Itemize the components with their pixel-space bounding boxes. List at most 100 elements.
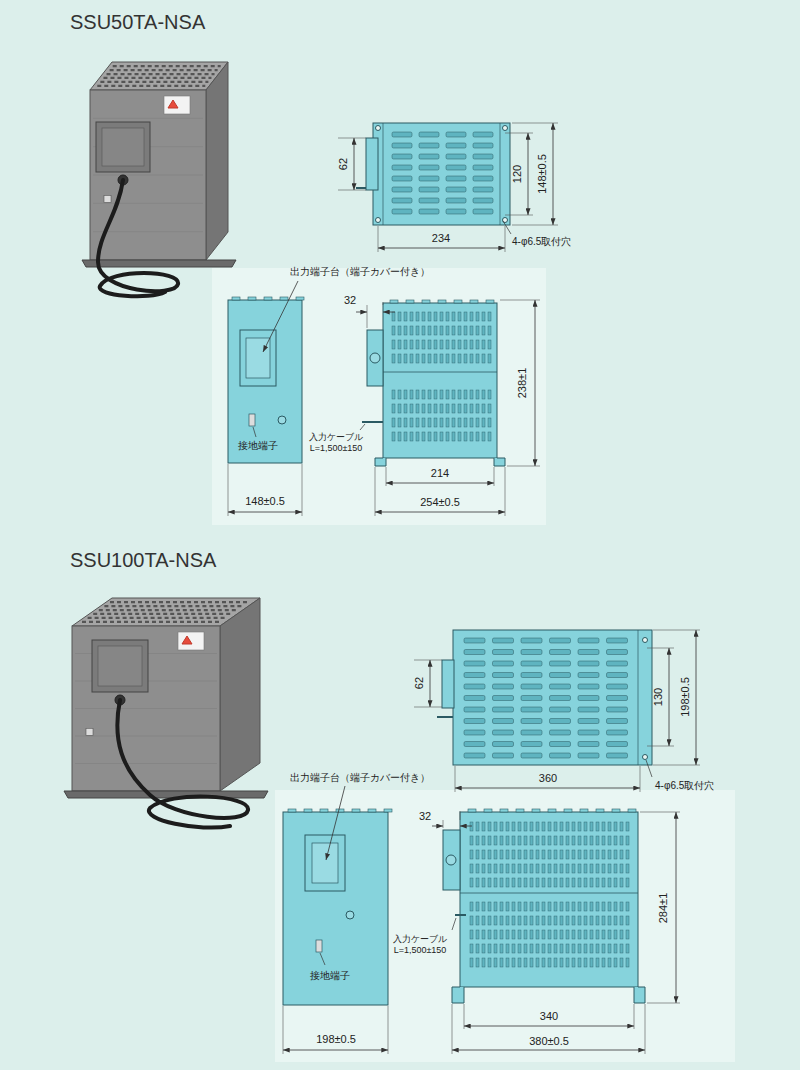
- vent-slot: [428, 418, 431, 427]
- vent-slot: [620, 864, 623, 873]
- vent-slot: [518, 822, 521, 831]
- vent-slot: [488, 930, 491, 939]
- extension-line: [505, 215, 533, 216]
- top-vent: [82, 621, 222, 623]
- vent-slot: [584, 836, 587, 845]
- vent-slot: [493, 661, 514, 666]
- vent-slot: [488, 958, 491, 967]
- vent-slot: [596, 836, 599, 845]
- extension-line: [414, 707, 442, 708]
- vent-slot: [524, 916, 527, 925]
- vent-slot: [506, 944, 509, 953]
- vent-slot: [521, 684, 542, 689]
- vent-slot: [607, 684, 628, 689]
- vent-slot: [548, 836, 551, 845]
- vent-slot: [572, 958, 575, 967]
- vent-slot: [419, 132, 439, 137]
- extension-line: [505, 133, 533, 134]
- vent-slot: [572, 944, 575, 953]
- vent-slot: [608, 930, 611, 939]
- vent-slot: [458, 354, 461, 363]
- extension-line: [228, 464, 229, 516]
- vent-slot: [614, 864, 617, 873]
- vent-slot: [506, 930, 509, 939]
- vent-slot: [626, 916, 629, 925]
- vent-slot: [542, 930, 545, 939]
- vent-slot: [410, 312, 413, 321]
- dimension: 380±0.5: [529, 1035, 569, 1048]
- dimension: 234: [432, 232, 450, 245]
- vent-slot: [608, 822, 611, 831]
- vent-slot: [470, 390, 473, 399]
- terminal-box: [92, 640, 148, 692]
- vent-slot: [392, 354, 395, 363]
- top-ridge: [564, 809, 572, 812]
- vent-slot: [398, 404, 401, 413]
- vent-slot: [590, 902, 593, 911]
- drawing-line: [638, 630, 639, 765]
- top-ridge: [500, 809, 508, 812]
- vent-slot: [392, 209, 412, 214]
- vent-slot: [530, 958, 533, 967]
- vent-slot: [464, 638, 485, 643]
- vent-slot: [464, 742, 485, 747]
- top-ridge: [296, 297, 304, 300]
- hole: [370, 353, 380, 363]
- vent-slot: [473, 132, 493, 137]
- drawing-line: [460, 893, 638, 894]
- extension-line: [388, 1006, 389, 1054]
- vent-slot: [416, 432, 419, 441]
- vent-slot: [470, 312, 473, 321]
- vent-slot: [521, 730, 542, 735]
- input-cable-stub: [356, 187, 366, 189]
- vent-slot: [536, 902, 539, 911]
- vent-slot: [434, 390, 437, 399]
- vent-slot: [602, 944, 605, 953]
- vent-slot: [536, 944, 539, 953]
- drawing-line: [383, 372, 497, 373]
- dimension: 238±1: [516, 368, 529, 399]
- part-label: 入力ケーブル L=1,500±150: [388, 934, 452, 956]
- vent-slot: [566, 822, 569, 831]
- vent-slot: [446, 340, 449, 349]
- vent-slot: [410, 418, 413, 427]
- leader-line: [326, 786, 345, 860]
- vent-slot: [446, 326, 449, 335]
- vent-slot: [512, 930, 515, 939]
- extension-line: [367, 305, 368, 328]
- leader-line: [253, 427, 256, 437]
- extension-line: [647, 648, 674, 649]
- vent-slot: [488, 340, 491, 349]
- vent-slot: [470, 432, 473, 441]
- vent-slot: [419, 165, 439, 170]
- unit-base: [64, 791, 268, 798]
- ground-terminal: [104, 195, 111, 202]
- vent-slot: [620, 930, 623, 939]
- vent-slot: [578, 822, 581, 831]
- vent-slot: [518, 836, 521, 845]
- vent-slot: [410, 432, 413, 441]
- vent-slot: [482, 944, 485, 953]
- vent-slot: [428, 390, 431, 399]
- dimension: 32: [419, 810, 431, 823]
- vent-slot: [440, 404, 443, 413]
- vent-slot: [578, 850, 581, 859]
- vent-slot: [550, 753, 571, 758]
- vent-slot: [560, 958, 563, 967]
- vent-slot: [488, 354, 491, 363]
- dimension-line: [696, 630, 697, 765]
- vent-slot: [512, 916, 515, 925]
- vent-slot: [488, 404, 491, 413]
- vent-slot: [482, 390, 485, 399]
- dimension-line: [354, 138, 355, 190]
- vent-slot: [422, 390, 425, 399]
- dimension-line: [430, 660, 431, 707]
- top-vent: [99, 609, 239, 611]
- vent-slot: [536, 850, 539, 859]
- vent-slot: [554, 902, 557, 911]
- mounting-foot: [494, 458, 505, 466]
- vent-slot: [476, 916, 479, 925]
- vent-slot: [584, 944, 587, 953]
- vent-slot: [452, 326, 455, 335]
- vent-slot: [473, 209, 493, 214]
